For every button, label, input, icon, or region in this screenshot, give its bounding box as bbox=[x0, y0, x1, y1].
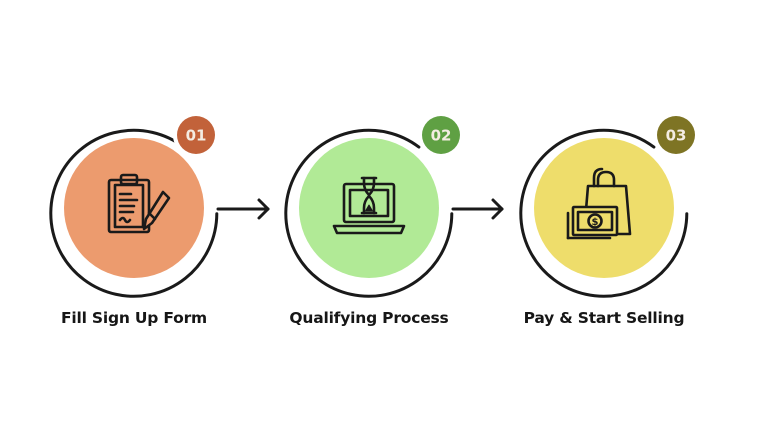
step-1-badge-disc bbox=[177, 116, 215, 154]
step-3-number: 03 bbox=[666, 127, 687, 145]
arrow-right-icon bbox=[451, 198, 504, 220]
shopping-bag-money-icon: $ bbox=[566, 167, 632, 240]
step-2-badge-disc bbox=[422, 116, 460, 154]
svg-text:$: $ bbox=[592, 217, 599, 228]
step-1-number: 01 bbox=[186, 127, 207, 145]
arrow-right-icon bbox=[216, 198, 270, 220]
step-3-label: Pay & Start Selling bbox=[523, 309, 685, 327]
step-1-label: Fill Sign Up Form bbox=[60, 309, 207, 327]
step-3-badge-disc bbox=[657, 116, 695, 154]
step-2-number: 02 bbox=[431, 127, 452, 145]
step-2-label: Qualifying Process bbox=[289, 309, 449, 327]
laptop-hourglass-icon bbox=[332, 176, 406, 235]
clipboard-pencil-icon bbox=[107, 173, 171, 234]
step-1-circle bbox=[64, 138, 204, 278]
step-3: $ 03 bbox=[519, 112, 699, 298]
step-1-ring bbox=[49, 128, 219, 298]
step-2: 02 bbox=[284, 112, 464, 298]
step-3-ring bbox=[519, 128, 689, 298]
step-1: 01 bbox=[49, 112, 219, 298]
step-2-ring bbox=[284, 128, 454, 298]
